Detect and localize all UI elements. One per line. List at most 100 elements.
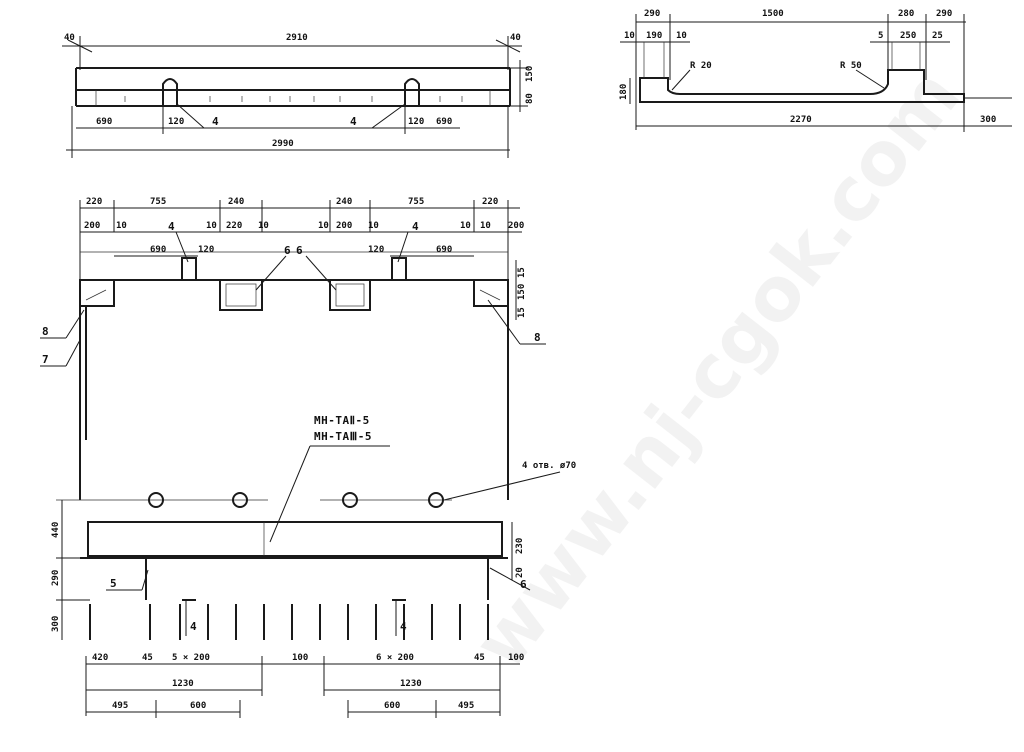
plan-callout-6a: 6 <box>284 244 291 257</box>
bot-dim-pitch-right: 6 × 200 <box>376 653 414 663</box>
sec-dim-10: 10 <box>480 221 491 231</box>
dim-overall-bottom: 2990 <box>272 139 294 149</box>
hole-4 <box>428 492 444 508</box>
sec-dim-4: 220 <box>226 221 242 231</box>
top-dim-6: 220 <box>482 197 498 207</box>
dim-a: 290 <box>644 9 660 19</box>
dim-d: 290 <box>936 9 952 19</box>
left-dim-290: 290 <box>51 570 61 586</box>
top-right-section: 290 1500 280 290 10 190 10 5 250 25 R 20… <box>619 9 1012 132</box>
section-profile <box>639 69 965 103</box>
callout-4-right: 4 <box>350 115 357 128</box>
dim-c: 280 <box>898 9 914 19</box>
bot-dim-100b: 100 <box>508 653 524 663</box>
right-dim-3: 15 <box>517 307 527 318</box>
dim-height: 180 <box>619 84 629 100</box>
plan-callout-4a: 4 <box>168 220 175 233</box>
lifting-loop-right <box>404 78 420 106</box>
dim-gap-right: 120 <box>408 117 424 127</box>
dim-right-segment: 690 <box>436 117 452 127</box>
inner-120-left: 120 <box>198 245 214 255</box>
plan-callout-8b: 8 <box>534 331 541 344</box>
rebars <box>89 604 489 640</box>
top-dim-2: 755 <box>150 197 166 207</box>
plan-callout-6b: 6 <box>296 244 303 257</box>
dim-left-segment: 690 <box>96 117 112 127</box>
inner-690-right: 690 <box>436 245 452 255</box>
dim-overall-top: 2910 <box>286 33 308 43</box>
bot-dim-420: 420 <box>92 653 108 663</box>
top-dim-3: 240 <box>228 197 244 207</box>
insert-left <box>181 257 197 281</box>
dim-left-offset: 40 <box>64 33 75 43</box>
watermark: www.nj-cgok.com <box>457 54 977 685</box>
sec-dim-8: 10 <box>368 221 379 231</box>
sec-dim-11: 200 <box>508 221 524 231</box>
dim-g: 10 <box>676 31 687 41</box>
plan-callout-8a: 8 <box>42 325 49 338</box>
left-dim-300: 300 <box>51 616 61 632</box>
sec-dim-2: 10 <box>116 221 127 231</box>
sec-dim-5: 10 <box>258 221 269 231</box>
bot-dim-100a: 100 <box>292 653 308 663</box>
bot-dim-600-left: 600 <box>190 701 206 711</box>
pocket-right <box>473 279 509 307</box>
dim-tail: 300 <box>980 115 996 125</box>
bottom-beam <box>87 521 503 557</box>
dim-h: 5 <box>878 31 883 41</box>
hole-3 <box>342 492 358 508</box>
callout-4-left: 4 <box>212 115 219 128</box>
dim-height-bottom: 80 <box>525 93 535 104</box>
sec-dim-9: 10 <box>460 221 471 231</box>
sec-dim-1: 200 <box>84 221 100 231</box>
top-left-elevation: 40 2910 40 150 80 <box>62 33 535 158</box>
pocket-center-left <box>219 279 263 311</box>
lower-callout-4a: 4 <box>190 620 197 633</box>
lower-callout-6: 6 <box>520 578 527 591</box>
dim-height-top: 150 <box>525 66 535 82</box>
sec-dim-7: 200 <box>336 221 352 231</box>
bot-dim-45a: 45 <box>142 653 153 663</box>
left-dim-440: 440 <box>51 522 61 538</box>
bot-dim-pitch-left: 5 × 200 <box>172 653 210 663</box>
hole-1 <box>148 492 164 508</box>
lower-callout-4b: 4 <box>400 620 407 633</box>
radius-right: R 50 <box>840 61 862 71</box>
bot-dim-1230-right: 1230 <box>400 679 422 689</box>
hole-2 <box>232 492 248 508</box>
dim-f: 190 <box>646 31 662 41</box>
bot-dim-495-left: 495 <box>112 701 128 711</box>
mark-line-1: МН-ТАⅡ-5 <box>314 414 370 427</box>
dim-e: 10 <box>624 31 635 41</box>
pocket-center-right <box>329 279 371 311</box>
dim-base: 2270 <box>790 115 812 125</box>
bot-dim-495-right: 495 <box>458 701 474 711</box>
top-dim-ticks <box>79 200 509 280</box>
tick-marks <box>124 96 463 102</box>
lower-callout-5: 5 <box>110 577 117 590</box>
right-dim-1: 15 <box>517 267 527 278</box>
mark-line-2: МН-ТАⅢ-5 <box>314 430 372 443</box>
right-dim-20: 20 <box>515 567 525 578</box>
insert-right <box>391 257 407 281</box>
dim-i: 250 <box>900 31 916 41</box>
top-dim-4: 240 <box>336 197 352 207</box>
pocket-left <box>79 279 115 307</box>
sec-dim-3: 10 <box>206 221 217 231</box>
plan-callout-4b: 4 <box>412 220 419 233</box>
holes-note: 4 отв. ø70 <box>522 461 576 471</box>
dim-b: 1500 <box>762 9 784 19</box>
plan-callout-7: 7 <box>42 353 49 366</box>
lifting-loop-left <box>162 78 178 106</box>
inner-120-right: 120 <box>368 245 384 255</box>
right-dim-230: 230 <box>515 538 525 554</box>
dim-gap-left: 120 <box>168 117 184 127</box>
top-dim-1: 220 <box>86 197 102 207</box>
sec-dim-6: 10 <box>318 221 329 231</box>
dim-right-offset: 40 <box>510 33 521 43</box>
radius-left: R 20 <box>690 61 712 71</box>
bot-dim-1230-left: 1230 <box>172 679 194 689</box>
bot-dim-600-right: 600 <box>384 701 400 711</box>
dim-j: 25 <box>932 31 943 41</box>
